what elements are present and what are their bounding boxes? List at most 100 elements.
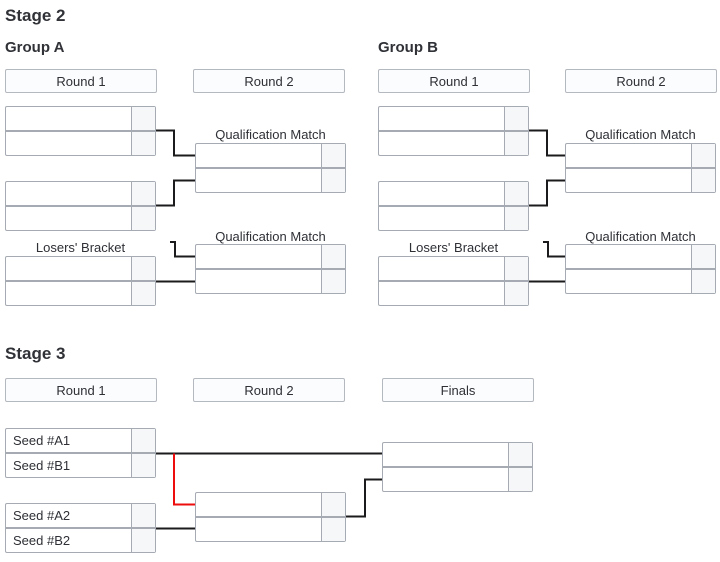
participant-row[interactable]	[566, 268, 715, 293]
score-cell	[504, 132, 528, 155]
participant-row[interactable]	[6, 182, 155, 205]
score-cell	[504, 207, 528, 230]
participant-name	[6, 182, 131, 205]
match-s2b-qual2[interactable]	[565, 244, 716, 294]
participant-name	[379, 182, 504, 205]
participant-row[interactable]	[6, 205, 155, 230]
participant-name	[196, 144, 321, 167]
participant-row[interactable]	[196, 516, 345, 541]
participant-row[interactable]	[196, 493, 345, 516]
participant-row[interactable]: Seed #A1	[6, 429, 155, 452]
match-s2b-round1-m2[interactable]	[378, 181, 529, 231]
participant-row[interactable]	[383, 443, 532, 466]
score-cell	[131, 132, 155, 155]
participant-name	[566, 169, 691, 192]
stage-3-title: Stage 3	[5, 344, 66, 363]
group-a-title: Group A	[5, 39, 65, 56]
participant-name	[6, 107, 131, 130]
score-cell	[321, 518, 345, 541]
header-s3-round1: Round 1	[5, 378, 157, 402]
label-s2a-qualification-1: Qualification Match	[215, 127, 326, 142]
participant-row[interactable]	[379, 205, 528, 230]
match-s2a-qual1[interactable]	[195, 143, 346, 193]
participant-row[interactable]: Seed #B1	[6, 452, 155, 477]
match-s2b-qual1[interactable]	[565, 143, 716, 193]
group-b-title: Group B	[378, 39, 438, 56]
participant-row[interactable]: Seed #A2	[6, 504, 155, 527]
score-cell	[508, 443, 532, 466]
score-cell	[321, 144, 345, 167]
connector-s3-m1-to-round2-highlighted	[173, 453, 196, 506]
header-s2a-round2: Round 2	[193, 69, 345, 93]
label-s2a-losers-bracket: Losers' Bracket	[35, 240, 126, 255]
participant-row[interactable]	[379, 182, 528, 205]
participant-row[interactable]: Seed #B2	[6, 527, 155, 552]
participant-row[interactable]	[566, 144, 715, 167]
participant-row[interactable]	[6, 257, 155, 280]
match-s3-finals[interactable]	[382, 442, 533, 492]
participant-row[interactable]	[379, 257, 528, 280]
participant-name	[379, 282, 504, 305]
participant-row[interactable]	[196, 245, 345, 268]
participant-row[interactable]	[6, 280, 155, 305]
participant-name	[566, 245, 691, 268]
participant-name	[379, 257, 504, 280]
score-cell	[691, 245, 715, 268]
participant-row[interactable]	[196, 268, 345, 293]
participant-row[interactable]	[196, 167, 345, 192]
label-s2a-qualification-2: Qualification Match	[215, 229, 326, 244]
participant-name	[383, 443, 508, 466]
match-s2b-round1-m1[interactable]	[378, 106, 529, 156]
participant-name	[566, 270, 691, 293]
score-cell	[691, 270, 715, 293]
participant-name	[6, 257, 131, 280]
match-s2a-qual2[interactable]	[195, 244, 346, 294]
participant-row[interactable]	[379, 280, 528, 305]
score-cell	[131, 107, 155, 130]
match-s3-round2[interactable]	[195, 492, 346, 542]
participant-name	[379, 107, 504, 130]
participant-row[interactable]	[379, 107, 528, 130]
participant-row[interactable]	[383, 466, 532, 491]
score-cell	[131, 454, 155, 477]
score-cell	[504, 282, 528, 305]
participant-name	[6, 207, 131, 230]
connector-b-m1-to-qual1	[528, 129, 566, 157]
participant-row[interactable]	[566, 167, 715, 192]
match-s3-round1-m2[interactable]: Seed #A2 Seed #B2	[5, 503, 156, 553]
participant-row[interactable]	[6, 107, 155, 130]
participant-name: Seed #A1	[13, 433, 71, 448]
header-s2b-round1: Round 1	[378, 69, 530, 93]
match-s2a-round1-m1[interactable]	[5, 106, 156, 156]
score-cell	[691, 169, 715, 192]
participant-name	[196, 245, 321, 268]
participant-name	[379, 207, 504, 230]
participant-name: Seed #B1	[13, 458, 71, 473]
score-cell	[131, 429, 155, 452]
participant-row[interactable]	[6, 130, 155, 155]
match-s3-round1-m1[interactable]: Seed #A1 Seed #B1	[5, 428, 156, 478]
label-s2b-qualification-1: Qualification Match	[585, 127, 696, 142]
score-cell	[131, 207, 155, 230]
score-cell	[321, 169, 345, 192]
match-s2a-round1-m2[interactable]	[5, 181, 156, 231]
participant-name	[196, 518, 321, 541]
score-cell	[131, 504, 155, 527]
score-cell	[321, 270, 345, 293]
match-s2a-losers-bracket[interactable]	[5, 256, 156, 306]
participant-name	[566, 144, 691, 167]
participant-row[interactable]	[379, 130, 528, 155]
connector-s3-round2-to-finals	[345, 478, 383, 518]
match-s2b-losers-bracket[interactable]	[378, 256, 529, 306]
score-cell	[321, 493, 345, 516]
participant-name	[383, 468, 508, 491]
participant-row[interactable]	[566, 245, 715, 268]
participant-name	[6, 132, 131, 155]
participant-name	[196, 169, 321, 192]
score-cell	[508, 468, 532, 491]
participant-row[interactable]	[196, 144, 345, 167]
label-s2b-losers-bracket: Losers' Bracket	[408, 240, 499, 255]
connector-a-m2-to-qual1	[155, 179, 196, 207]
stage-2-title: Stage 2	[5, 6, 66, 25]
score-cell	[131, 257, 155, 280]
